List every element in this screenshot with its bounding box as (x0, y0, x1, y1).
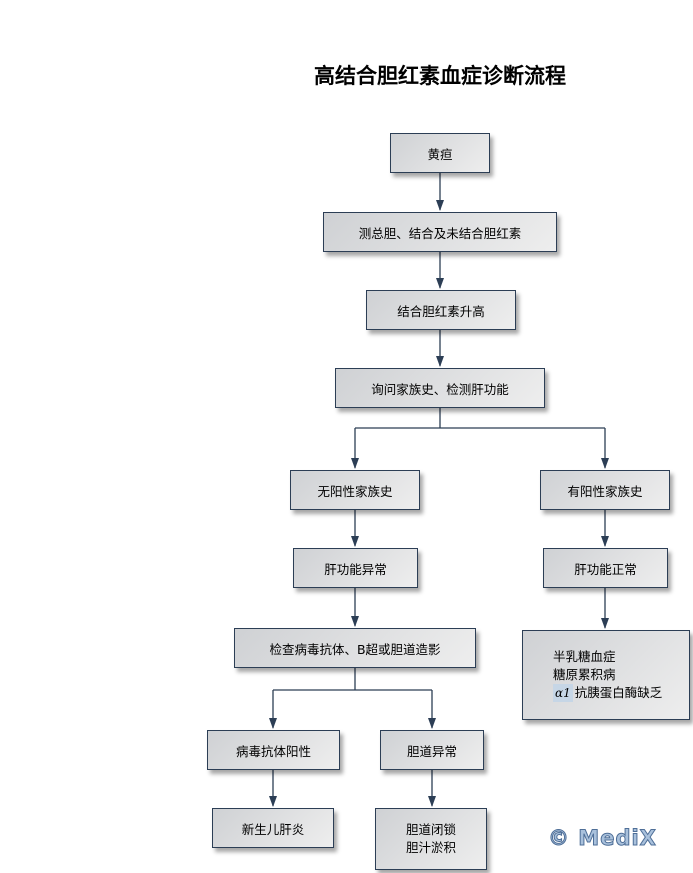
node-conjugated-elevated: 结合胆红素升高 (366, 290, 516, 330)
metabolic-item: 抗胰蛋白酶缺乏 (574, 685, 663, 700)
node-inquire-history: 询问家族史、检测肝功能 (335, 368, 545, 408)
node-jaundice: 黄疸 (390, 133, 490, 173)
node-biliary-outcomes: 胆道闭锁 胆汁淤积 (375, 808, 487, 870)
node-measure-bilirubin: 测总胆、结合及未结合胆红素 (323, 212, 557, 252)
medix-watermark: © MediX (548, 826, 657, 851)
node-family-history: 有阳性家族史 (540, 470, 670, 510)
node-biliary-abnormal: 胆道异常 (380, 730, 484, 770)
node-no-family-history: 无阳性家族史 (290, 470, 420, 510)
node-neonatal-hepatitis: 新生儿肝炎 (212, 808, 334, 848)
node-virus-positive: 病毒抗体阳性 (207, 730, 340, 770)
node-liver-abnormal: 肝功能异常 (293, 548, 418, 588)
alpha1-symbol: α1 (553, 684, 573, 702)
outcome-item: 胆汁淤积 (405, 840, 456, 855)
node-exam: 检查病毒抗体、B超或胆道造影 (234, 628, 476, 668)
node-liver-normal: 肝功能正常 (543, 548, 668, 588)
metabolic-item: 糖原累积病 (553, 667, 616, 682)
page-title: 高结合胆红素血症诊断流程 (314, 64, 566, 88)
metabolic-item: 半乳糖血症 (553, 649, 616, 664)
outcome-item: 胆道闭锁 (405, 822, 456, 837)
